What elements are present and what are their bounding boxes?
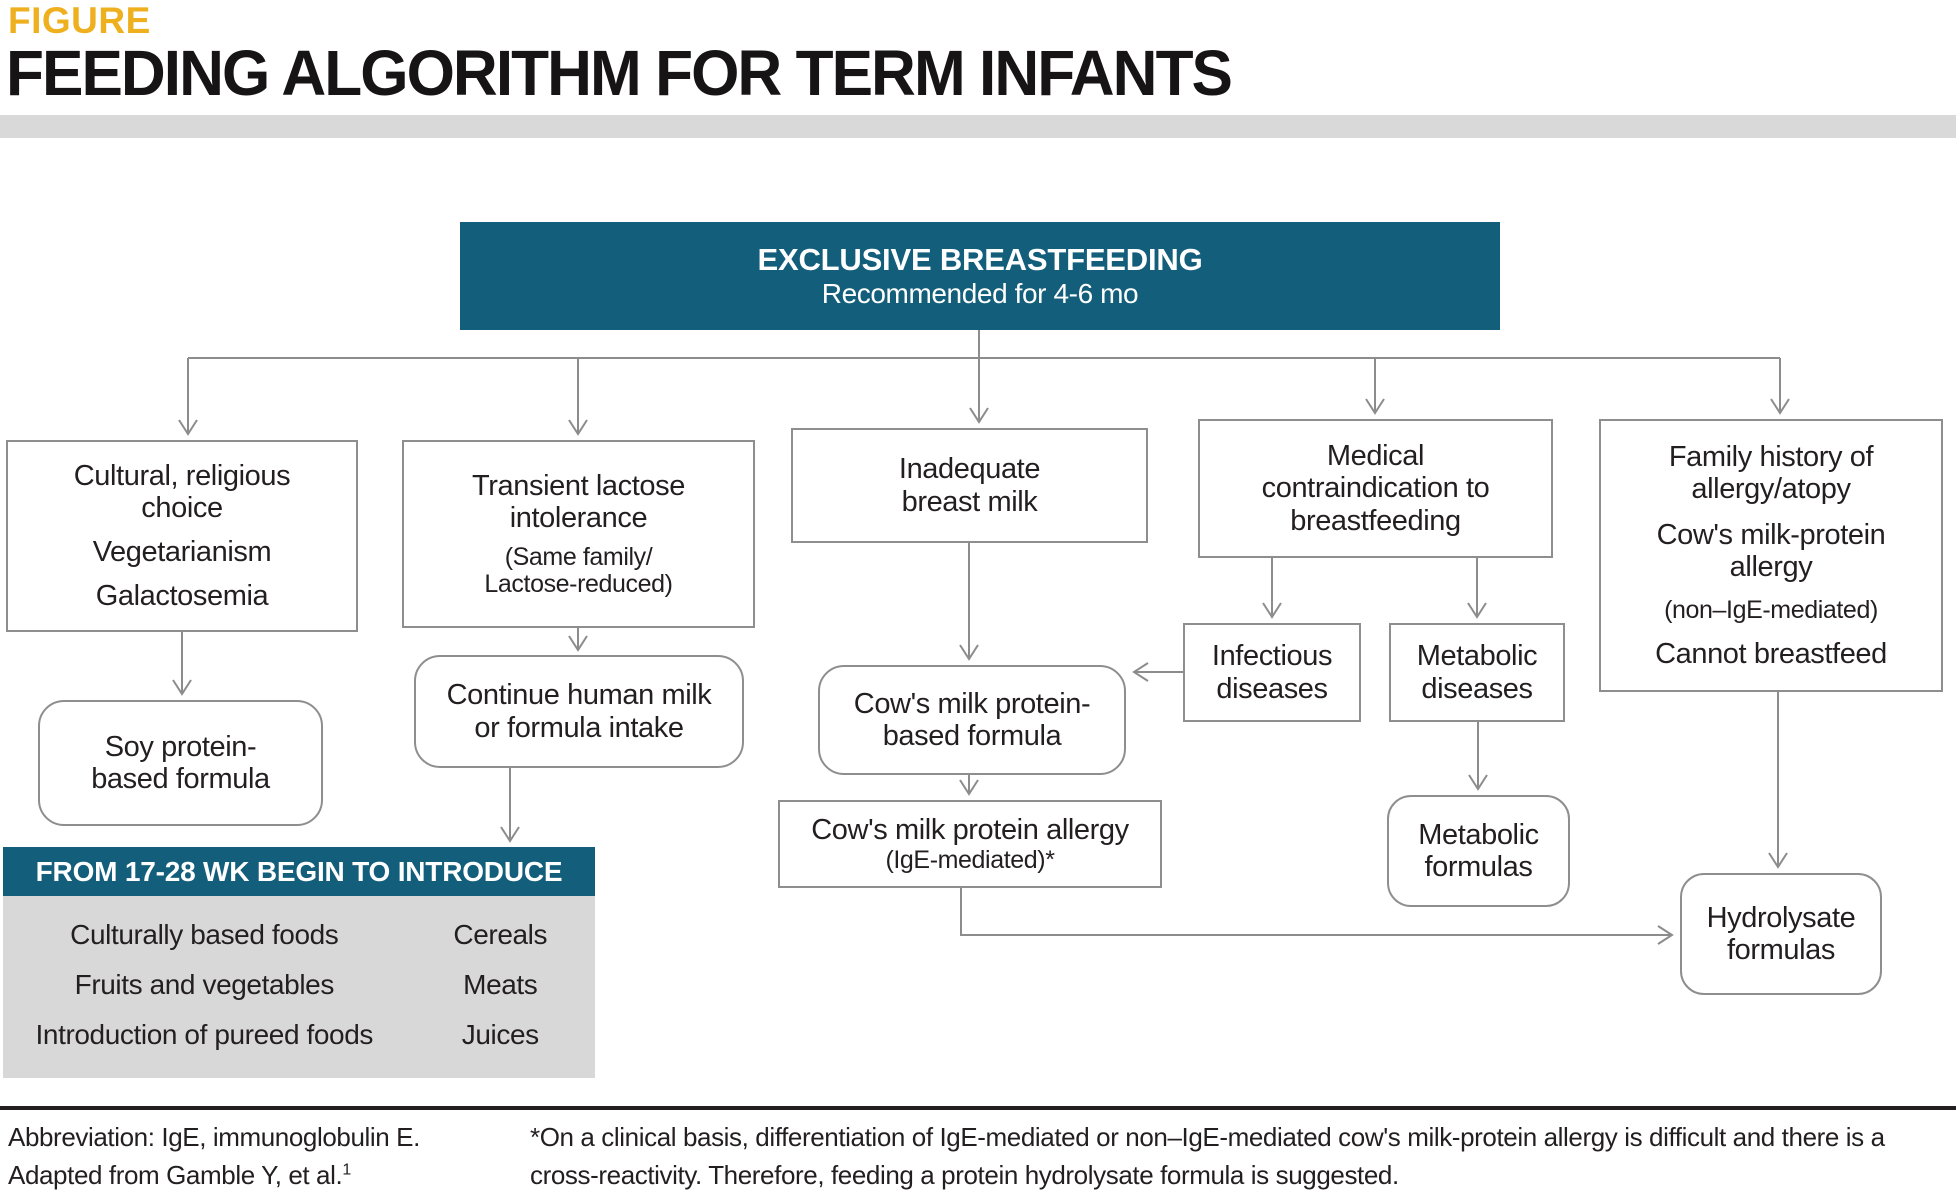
node-text: Hydrolysate <box>1706 901 1856 934</box>
node-title: EXCLUSIVE BREASTFEEDING <box>757 241 1203 277</box>
node-text: intolerance <box>509 502 648 534</box>
node-text: based formula <box>91 763 270 795</box>
node-text: based formula <box>882 720 1062 752</box>
node-text: contraindication to <box>1261 472 1490 505</box>
intro-header-bar: FROM 17-28 WK BEGIN TO INTRODUCE <box>3 847 595 896</box>
node-note: (Same family/ <box>504 543 653 572</box>
node-text: diseases <box>1216 672 1328 705</box>
node-text: Transient lactose <box>472 469 685 502</box>
node-text: Soy protein- <box>104 730 257 763</box>
page-title: FEEDING ALGORITHM FOR TERM INFANTS <box>6 37 1233 109</box>
node-note: (IgE-mediated)* <box>885 845 1055 874</box>
node-text: Cow's milk protein allergy <box>811 814 1129 847</box>
node-metabolic-formulas: Metabolic formulas <box>1387 795 1570 907</box>
asterisk-note-line2: cross-reactivity. Therefore, feeding a p… <box>530 1160 1399 1190</box>
node-text: or formula intake <box>474 711 684 744</box>
node-text: Metabolic <box>1416 640 1538 673</box>
node-note: (non–IgE-mediated) <box>1664 596 1878 625</box>
edge-cmpa-hydrolysate <box>960 888 1674 945</box>
node-subtitle: Recommended for 4-6 mo <box>821 277 1139 309</box>
node-hydrolysate-formulas: Hydrolysate formulas <box>1680 873 1882 995</box>
intro-item: Cereals <box>453 919 548 950</box>
footer-divider <box>0 1106 1956 1110</box>
node-text: Cannot breastfeed <box>1655 638 1887 670</box>
node-note: Lactose-reduced) <box>484 570 673 599</box>
intro-food-panel: Culturally based foods Cereals Fruits an… <box>3 896 595 1078</box>
node-soy-formula: Soy protein- based formula <box>38 700 323 826</box>
asterisk-note-line1: *On a clinical basis, differentiation of… <box>530 1122 1885 1152</box>
node-text: Cultural, religious choice <box>73 459 291 524</box>
node-text: Metabolic <box>1418 818 1539 851</box>
intro-item: Meats <box>463 969 538 1000</box>
node-cows-milk-protein-allergy: Cow's milk protein allergy (IgE-mediated… <box>778 800 1162 888</box>
node-inadequate-breast-milk: Inadequate breast milk <box>791 428 1148 543</box>
node-continue-human-milk: Continue human milk or formula intake <box>414 655 744 768</box>
title-divider-bar <box>0 115 1956 138</box>
node-text: Cow's milk protein- <box>853 687 1091 720</box>
node-text: Continue human milk <box>446 679 712 712</box>
node-text: Inadequate <box>898 453 1041 486</box>
source-note: Adapted from Gamble Y, et al.1 <box>8 1160 351 1191</box>
intro-item: Culturally based foods <box>70 919 339 950</box>
node-exclusive-breastfeeding: EXCLUSIVE BREASTFEEDING Recommended for … <box>460 222 1500 330</box>
node-text: formulas <box>1424 851 1533 883</box>
node-metabolic-diseases: Metabolic diseases <box>1389 623 1565 722</box>
source-note-text: Adapted from Gamble Y, et al. <box>8 1160 343 1190</box>
node-text: diseases <box>1421 672 1533 705</box>
node-infectious-diseases: Infectious diseases <box>1183 623 1361 722</box>
node-text: Vegetarianism <box>92 536 272 568</box>
intro-item: Fruits and vegetables <box>74 969 335 1000</box>
node-cultural-religious: Cultural, religious choice Vegetarianism… <box>6 440 358 632</box>
node-text: Medical <box>1326 439 1425 472</box>
node-cows-milk-formula: Cow's milk protein- based formula <box>818 665 1126 775</box>
intro-header-text: FROM 17-28 WK BEGIN TO INTRODUCE <box>35 855 563 887</box>
figure-label: FIGURE <box>8 0 151 41</box>
abbreviation-note: Abbreviation: IgE, immunoglobulin E. <box>8 1122 420 1152</box>
intro-item: Introduction of pureed foods <box>35 1019 374 1050</box>
node-text: Infectious <box>1211 640 1333 673</box>
node-text: breastfeeding <box>1290 504 1461 537</box>
node-text: Galactosemia <box>95 580 269 612</box>
source-note-superscript: 1 <box>342 1161 351 1179</box>
node-text: formulas <box>1727 934 1835 966</box>
node-transient-lactose: Transient lactose intolerance (Same fami… <box>402 440 755 628</box>
node-medical-contraindication: Medical contraindication to breastfeedin… <box>1198 419 1553 558</box>
node-text: breast milk <box>901 485 1038 518</box>
intro-item: Juices <box>461 1019 539 1050</box>
